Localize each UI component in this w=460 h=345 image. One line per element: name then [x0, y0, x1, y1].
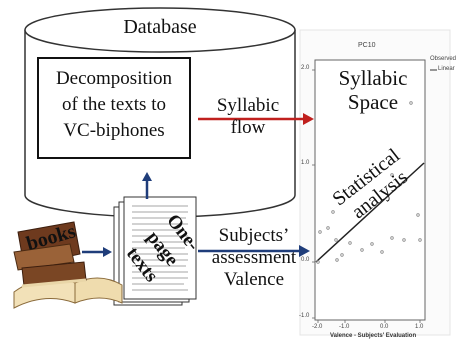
books-illustration	[13, 221, 123, 309]
decomposition-line-3: VC-biphones	[63, 120, 165, 141]
arrow-subjects-assessment	[198, 245, 310, 257]
arrow-texts-to-database	[142, 172, 152, 199]
x-tick-neg2: -2.0	[312, 324, 323, 330]
database-title: Database	[123, 16, 197, 38]
subjects-line-2: assessment	[211, 247, 297, 268]
syllabic-space-label: Syllabic Space	[328, 66, 418, 114]
y-tick-neg1: -1.0	[299, 313, 310, 319]
regression-line	[315, 162, 425, 263]
syllabic-flow-label: Syllabic flow	[203, 95, 293, 139]
scatter-point	[416, 213, 420, 217]
subjects-line-1: Subjects’	[218, 225, 290, 246]
arrow-syllabic-flow	[198, 113, 314, 125]
scatter-point	[360, 248, 364, 252]
x-axis-label: Valence - Subjects' Evaluation	[330, 333, 417, 339]
scatter-point	[390, 236, 394, 240]
scatter-plot	[299, 29, 451, 336]
x-tick-neg1: -1.0	[339, 324, 350, 330]
scatter-point	[334, 238, 338, 242]
scatter-point	[326, 226, 330, 230]
decomposition-box	[37, 57, 191, 159]
subjects-assessment-label: Subjects’ assessment Valence	[200, 225, 308, 291]
decomposition-line-2: of the texts to	[62, 94, 166, 115]
syllabic-flow-line-1: Syllabic	[216, 95, 280, 116]
y-tick-marks	[312, 69, 315, 319]
scatter-points	[316, 101, 422, 264]
x-tick-1: 1.0	[415, 324, 424, 330]
y-tick-0: 0.0	[301, 257, 310, 263]
scatter-point	[318, 230, 322, 234]
arrow-books-to-texts	[82, 247, 112, 257]
legend-observed: Observed	[430, 56, 457, 62]
scatter-point	[409, 101, 413, 105]
scatter-point	[316, 260, 320, 264]
plot-area	[314, 59, 426, 321]
scatter-point	[418, 238, 422, 242]
scatter-point	[340, 253, 344, 257]
scatter-title: PC10	[358, 42, 376, 49]
x-tick-0: 0.0	[380, 324, 389, 330]
syllabic-space-line-2: Space	[347, 90, 399, 114]
scatter-point	[348, 241, 352, 245]
decomposition-label: Decomposition of the texts to VC-biphone…	[38, 66, 190, 144]
legend-linear: Linear	[438, 66, 455, 72]
scatter-point	[331, 210, 335, 214]
scatter-point	[380, 250, 384, 254]
scatter-point	[390, 173, 394, 177]
x-tick-marks	[317, 320, 421, 323]
y-tick-1: 1.0	[301, 160, 310, 166]
one-page-texts-stack	[113, 196, 197, 306]
scatter-point	[335, 258, 339, 262]
y-tick-2: 2.0	[301, 65, 310, 71]
scatter-point	[402, 238, 406, 242]
syllabic-flow-line-2: flow	[230, 117, 266, 138]
subjects-line-3: Valence	[223, 269, 285, 290]
syllabic-space-line-1: Syllabic	[338, 66, 408, 90]
decomposition-line-1: Decomposition	[55, 68, 173, 89]
scatter-point	[370, 242, 374, 246]
